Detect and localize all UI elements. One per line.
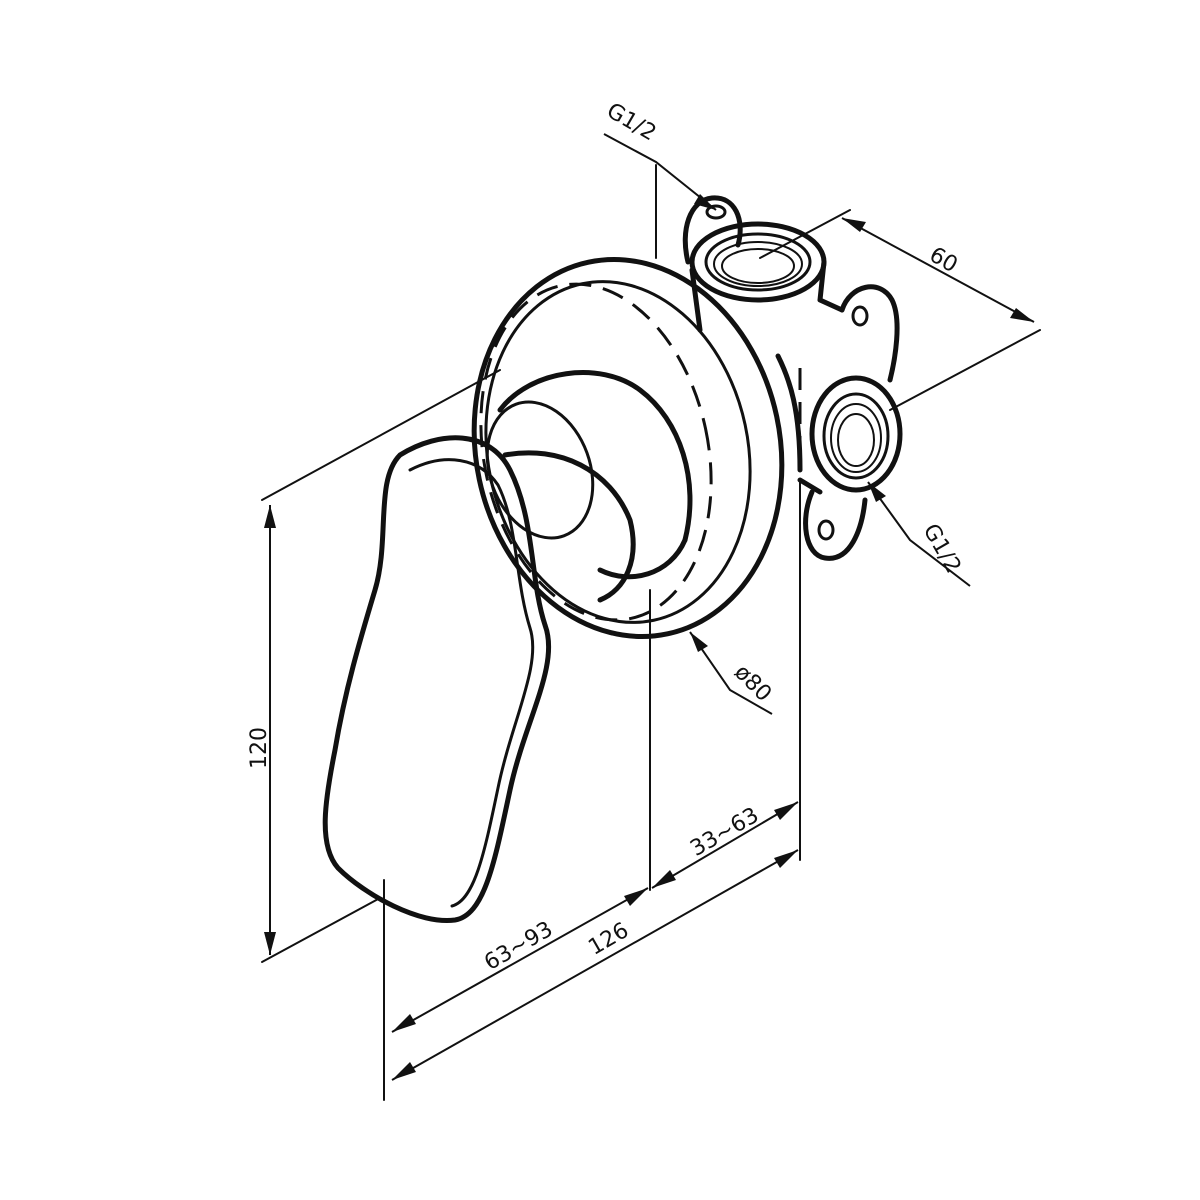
valve-top-inlet-inner [704,232,812,292]
dimension-body-depth [841,217,1035,323]
valve-right-lug [839,284,900,383]
lever-handle-inner-edge [408,458,535,908]
valve-body-outline [689,259,845,333]
cartridge-sleeve [485,370,693,580]
extension-lines [261,164,1041,1101]
dimension-height-label: 120 [247,727,272,769]
dimension-installation-depth [651,801,799,889]
flange-outer-edge [471,256,785,640]
dimension-total-depth-label: 126 [584,918,633,961]
label-flange-diameter: ø80 [729,660,776,707]
dimension-height [264,505,276,955]
valve-bottom-lug-hole [817,519,835,541]
valve-side-inlet-inner [822,392,890,480]
valve-right-lug-hole [851,305,869,327]
leader-side-inlet [867,481,971,587]
dimension-installation-depth-label: 33~63 [686,803,763,862]
flange-hidden-outline [479,282,713,622]
dimension-body-depth-label: 60 [925,243,962,279]
wall-flange [471,256,785,640]
valve-bottom-lug [803,489,868,561]
lever-handle-outline [322,435,552,924]
valve-side-inlet-outer [809,375,903,493]
valve-body [682,195,903,561]
lever-handle [322,435,636,924]
valve-top-lug-hole [705,204,727,220]
dimension-handle-projection [391,887,649,1033]
leader-top-inlet [603,133,717,211]
dimension-total-depth [391,849,799,1081]
label-side-inlet: G1/2 [918,520,966,578]
leader-flange-diameter [689,631,773,715]
valve-top-lug [682,195,743,265]
label-top-inlet: G1/2 [602,98,660,146]
